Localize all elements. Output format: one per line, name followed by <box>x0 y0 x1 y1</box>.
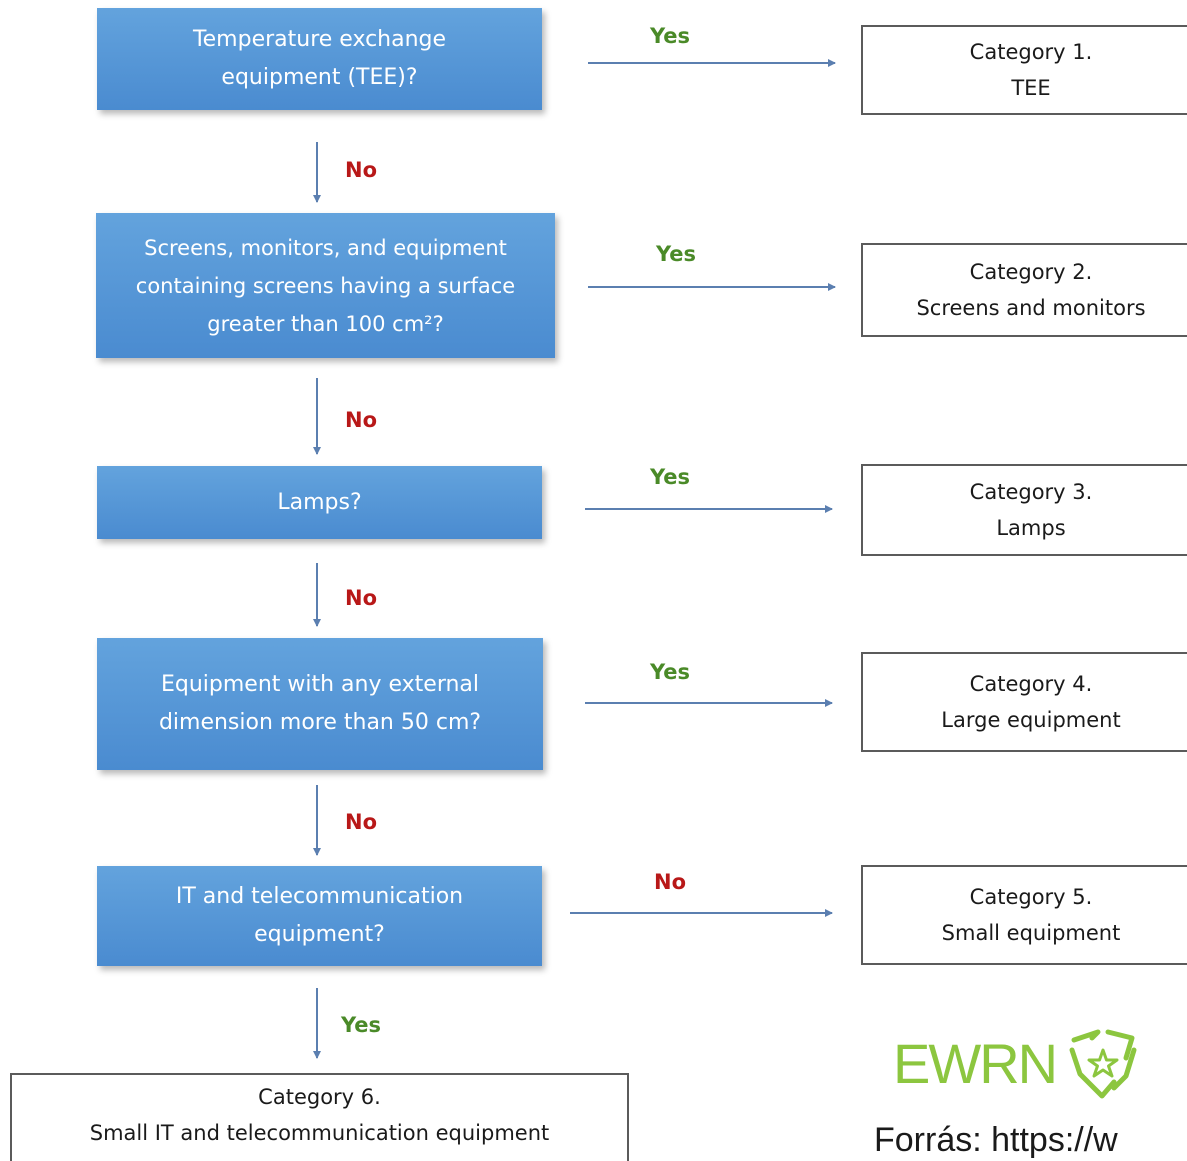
decision-line: Equipment with any external <box>160 672 480 697</box>
category-name: TEE <box>1011 76 1051 100</box>
logo-text: EWRN <box>893 1032 1058 1095</box>
category-name: Small IT and telecommunication equipment <box>89 1121 550 1145</box>
edge-label-down-3: No <box>345 586 378 610</box>
recycle-star-icon <box>1069 1029 1137 1099</box>
decision-line: containing screens having a surface <box>135 273 516 298</box>
decision-large: Equipment with any external dimension mo… <box>97 638 543 770</box>
decision-line: equipment (TEE)? <box>221 65 418 90</box>
category-name: Lamps <box>996 516 1066 540</box>
ewrn-logo: EWRN <box>893 1028 1138 1100</box>
category-box-5: Category 5. Small equipment <box>861 865 1187 965</box>
category-name: Small equipment <box>941 921 1121 945</box>
decision-line: Lamps? <box>277 489 362 515</box>
category-box-6: Category 6. Small IT and telecommunicati… <box>10 1073 629 1161</box>
decision-line: Temperature exchange <box>192 27 447 52</box>
source-text: Forrás: https://w <box>874 1121 1118 1159</box>
edge-label-down-4: No <box>345 810 378 834</box>
decision-line: equipment? <box>254 922 385 947</box>
category-title: Category 5. <box>969 885 1093 909</box>
decision-line: greater than 100 cm²? <box>207 311 444 336</box>
edge-label-right-3: Yes <box>650 465 691 489</box>
edge-label-down-5: Yes <box>341 1013 382 1037</box>
category-name: Screens and monitors <box>916 296 1146 320</box>
category-name: Large equipment <box>941 708 1121 732</box>
category-title: Category 4. <box>969 672 1093 696</box>
edge-label-right-2: Yes <box>656 242 697 266</box>
edge-label-right-5: No <box>654 870 687 894</box>
edge-label-right-4: Yes <box>650 660 691 684</box>
category-box-2: Category 2. Screens and monitors <box>861 243 1187 337</box>
decision-line: dimension more than 50 cm? <box>158 710 482 735</box>
decision-it: IT and telecommunication equipment? <box>97 866 542 966</box>
edge-label-down-2: No <box>345 408 378 432</box>
decision-lamps: Lamps? <box>97 466 542 539</box>
category-box-4: Category 4. Large equipment <box>861 652 1187 752</box>
category-box-1: Category 1. TEE <box>861 25 1187 115</box>
decision-line: IT and telecommunication <box>175 884 464 909</box>
category-title: Category 2. <box>969 260 1093 284</box>
category-box-3: Category 3. Lamps <box>861 464 1187 556</box>
category-title: Category 6. <box>258 1085 381 1109</box>
category-title: Category 1. <box>969 40 1093 64</box>
decision-screens: Screens, monitors, and equipment contain… <box>96 213 555 358</box>
category-title: Category 3. <box>969 480 1093 504</box>
edge-label-down-1: No <box>345 158 378 182</box>
decision-tee: Temperature exchange equipment (TEE)? <box>97 8 542 110</box>
edge-label-right-1: Yes <box>650 24 691 48</box>
decision-line: Screens, monitors, and equipment <box>144 235 507 260</box>
